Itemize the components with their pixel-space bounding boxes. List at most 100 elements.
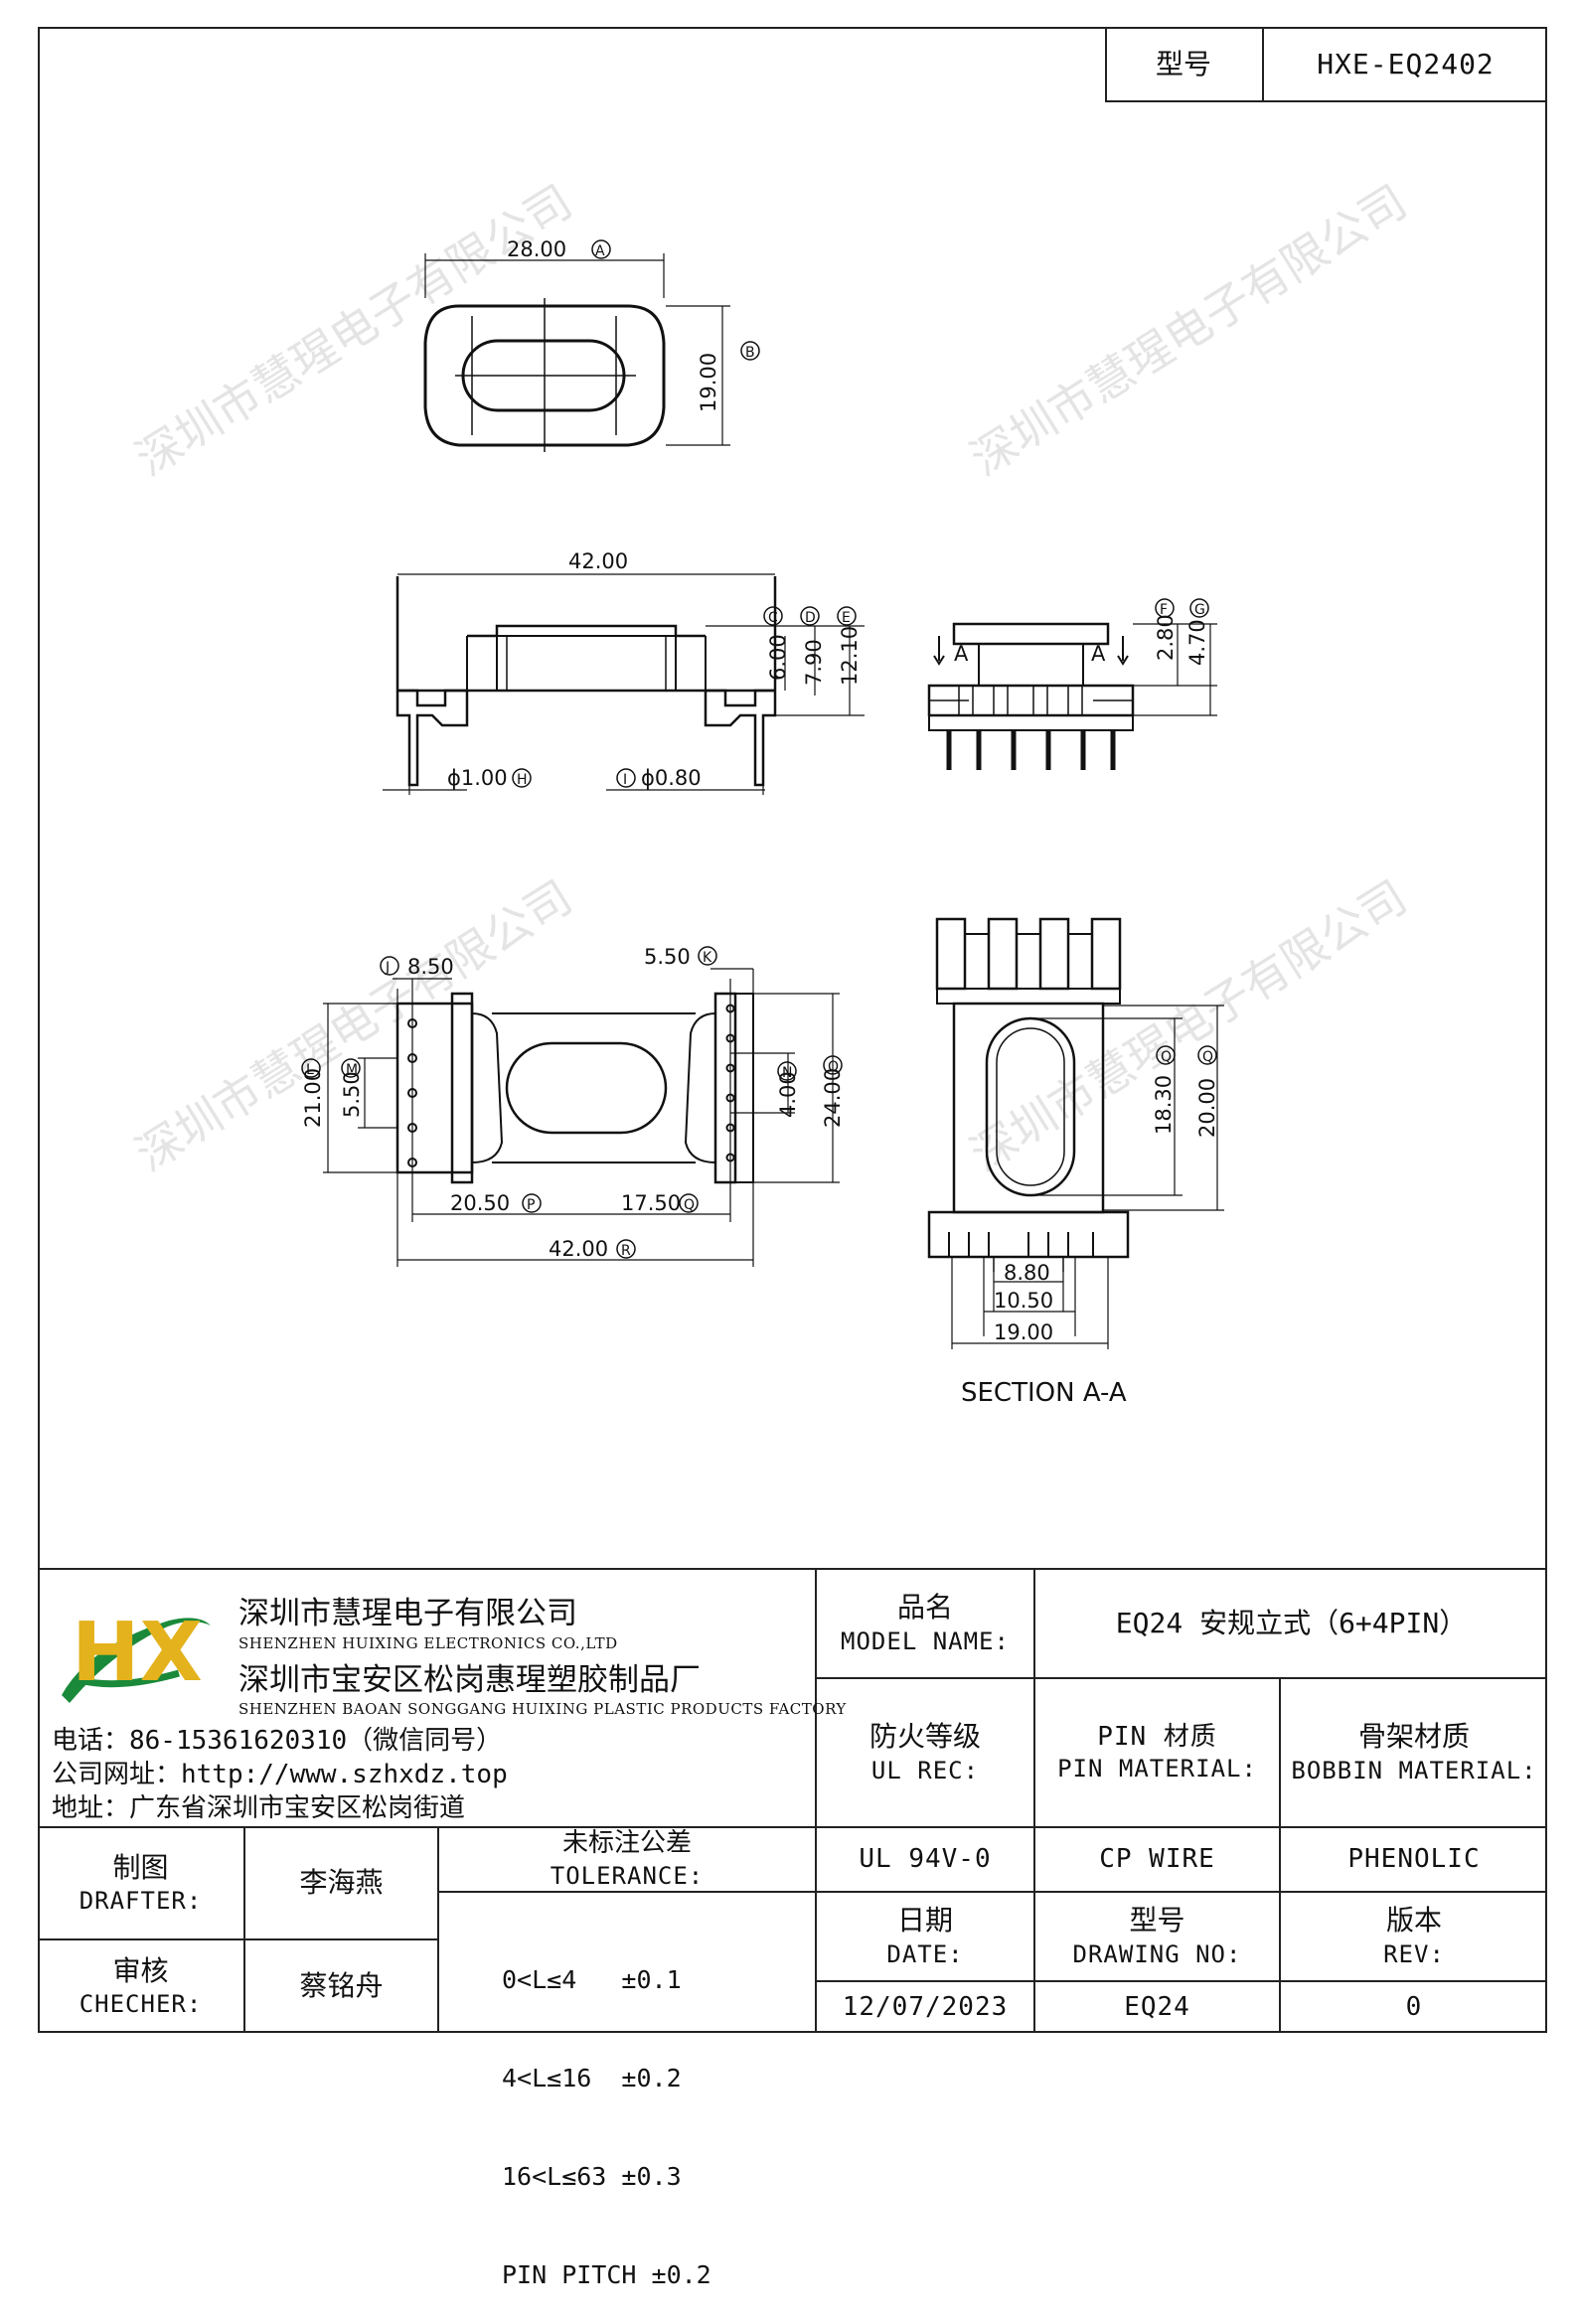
- ul-label: 防火等级 UL REC:: [817, 1679, 1033, 1826]
- drafter-en: DRAFTER:: [79, 1887, 203, 1916]
- drawing-no-label: 型号 DRAWING NO:: [1035, 1893, 1279, 1980]
- pin-label: PIN 材质 PIN MATERIAL:: [1035, 1679, 1279, 1826]
- side-pin-dia2: ϕ0.80: [641, 766, 702, 790]
- drawing-frame: [38, 27, 1547, 2033]
- bottom-p-dim: 20.50: [450, 1191, 510, 1215]
- bottom-ref-p: P: [527, 1197, 535, 1213]
- tolerance-line-2: 4<L≤16 ±0.2: [502, 2064, 682, 2092]
- section-b-dim: 20.00: [1195, 1078, 1219, 1138]
- drawing-no-cn: 型号: [1129, 1904, 1185, 1937]
- header-model-label: 型号: [1155, 47, 1211, 80]
- end-ref-g: G: [1194, 602, 1205, 618]
- watermark-1: 深圳市慧瑆电子有限公司: [126, 174, 581, 486]
- date-label: 日期 DATE:: [817, 1893, 1033, 1980]
- top-height-dim: 19.00: [697, 353, 720, 412]
- company-name-en: SHENZHEN HUIXING ELECTRONICS CO.,LTD: [238, 1634, 618, 1652]
- tolerance-line-4: PIN PITCH ±0.2: [502, 2260, 711, 2289]
- drawing-no-en: DRAWING NO:: [1072, 1939, 1242, 1968]
- date-value: 12/07/2023: [842, 1991, 1009, 2022]
- bobbin-value: PHENOLIC: [1347, 1843, 1481, 1874]
- header-model-box: [1105, 27, 1547, 102]
- bottom-view: [323, 968, 840, 1267]
- header-model-value: HXE-EQ2402: [1317, 47, 1495, 80]
- model-name-cn: 品名: [896, 1591, 953, 1625]
- section-view: [927, 917, 1224, 1349]
- top-width-dim: 28.00: [507, 237, 566, 261]
- rev-cn: 版本: [1385, 1904, 1442, 1937]
- contact-address: 地址：广东省深圳市宝安区松岗街道: [52, 1793, 466, 1823]
- section-d-dim: 10.50: [994, 1289, 1053, 1313]
- end-g-dim: 4.70: [1185, 619, 1209, 666]
- end-ref-f: F: [1160, 602, 1168, 618]
- tolerance-cn: 未标注公差: [561, 1828, 692, 1859]
- ul-cn: 防火等级: [868, 1720, 981, 1754]
- side-d2: 7.90: [802, 639, 826, 686]
- section-a-dim: 18.30: [1152, 1075, 1176, 1135]
- factory-name-cn: 深圳市宝安区松岗惠瑆塑胶制品厂: [238, 1662, 701, 1698]
- factory-name-en: SHENZHEN BAOAN SONGGANG HUIXING PLASTIC …: [238, 1700, 847, 1718]
- drawing-no-value: EQ24: [1124, 1991, 1190, 2022]
- section-e-dim: 19.00: [994, 1320, 1053, 1344]
- end-f-dim: 2.80: [1154, 614, 1178, 661]
- date-cn: 日期: [896, 1904, 953, 1937]
- rev-value: 0: [1405, 1991, 1423, 2022]
- bottom-ref-l: L: [306, 1062, 314, 1078]
- side-ref-i: I: [623, 772, 627, 788]
- bobbin-cn: 骨架材质: [1357, 1720, 1470, 1754]
- checker-cn: 审核: [112, 1953, 169, 1987]
- date-en: DATE:: [886, 1939, 964, 1968]
- logo-text: HX: [72, 1606, 203, 1700]
- side-ref-e: E: [842, 610, 851, 626]
- checker-en: CHECHER:: [79, 1990, 203, 2019]
- bottom-ref-m: M: [346, 1062, 358, 1078]
- side-ref-d: D: [805, 610, 816, 626]
- drafter-value: 李海燕: [299, 1866, 384, 1900]
- watermark-2: 深圳市慧瑆电子有限公司: [961, 174, 1416, 486]
- bottom-o-dim: 24.00: [821, 1068, 845, 1128]
- top-view: [423, 253, 730, 452]
- top-ref-b: B: [745, 345, 755, 361]
- ul-value: UL 94V-0: [859, 1843, 992, 1874]
- technical-drawing: 深圳市慧瑆电子有限公司 深圳市慧瑆电子有限公司 深圳市慧瑆电子有限公司 深圳市慧…: [126, 174, 1416, 1408]
- pin-value: CP WIRE: [1099, 1843, 1215, 1874]
- bobbin-en: BOBBIN MATERIAL:: [1291, 1756, 1537, 1784]
- side-pin-dia1: ϕ1.00: [447, 766, 508, 790]
- bottom-ref-k: K: [703, 950, 712, 966]
- bottom-ref-n: N: [782, 1065, 792, 1081]
- drafter-cn: 制图: [112, 1850, 169, 1884]
- checker-label: 审核 CHECHER:: [38, 1940, 243, 2033]
- side-view: [383, 573, 865, 795]
- model-name-value: EQ24 安规立式（6+4PIN）: [1115, 1606, 1468, 1639]
- model-name-label: 品名 MODEL NAME:: [817, 1570, 1033, 1677]
- bottom-ref-r: R: [621, 1243, 631, 1259]
- pin-cn: PIN 材质: [1097, 1721, 1217, 1752]
- bottom-q-dim: 17.50: [621, 1191, 681, 1215]
- rev-en: REV:: [1383, 1939, 1445, 1968]
- watermark-3: 深圳市慧瑆电子有限公司: [126, 869, 581, 1181]
- pin-en: PIN MATERIAL:: [1057, 1755, 1257, 1783]
- bottom-n-dim: 4.00: [776, 1071, 800, 1118]
- tolerance-label: 未标注公差 TOLERANCE:: [439, 1828, 815, 1891]
- bottom-k-dim: 5.50: [644, 945, 691, 969]
- model-name-en: MODEL NAME:: [841, 1627, 1010, 1655]
- watermark-4: 深圳市慧瑆电子有限公司: [961, 869, 1416, 1181]
- side-length-dim: 42.00: [568, 549, 628, 573]
- end-view: [927, 622, 1217, 770]
- end-mark-left: A: [954, 642, 969, 666]
- bottom-ref-j: J: [385, 960, 390, 976]
- bottom-ref-q: Q: [684, 1197, 695, 1213]
- tolerance-en: TOLERANCE:: [550, 1861, 705, 1890]
- section-ref-b: Q: [1202, 1049, 1213, 1065]
- side-d1: 6.00: [766, 634, 790, 681]
- contact-website: 公司网址：http://www.szhxdz.top: [52, 1760, 508, 1789]
- company-name-cn: 深圳市慧瑆电子有限公司: [238, 1596, 577, 1631]
- bottom-m-dim: 5.50: [340, 1071, 364, 1118]
- ul-en: UL REC:: [870, 1756, 980, 1784]
- bottom-r-dim: 42.00: [549, 1237, 608, 1261]
- side-d3: 12.10: [838, 626, 862, 686]
- bobbin-label: 骨架材质 BOBBIN MATERIAL:: [1281, 1679, 1547, 1826]
- tolerance-table: 0<L≤4 ±0.1 4<L≤16 ±0.2 16<L≤63 ±0.3 PIN …: [502, 1898, 800, 2324]
- drafter-label: 制图 DRAFTER:: [38, 1828, 243, 1938]
- section-caption: SECTION A-A: [961, 1378, 1127, 1408]
- top-ref-a: A: [595, 243, 605, 259]
